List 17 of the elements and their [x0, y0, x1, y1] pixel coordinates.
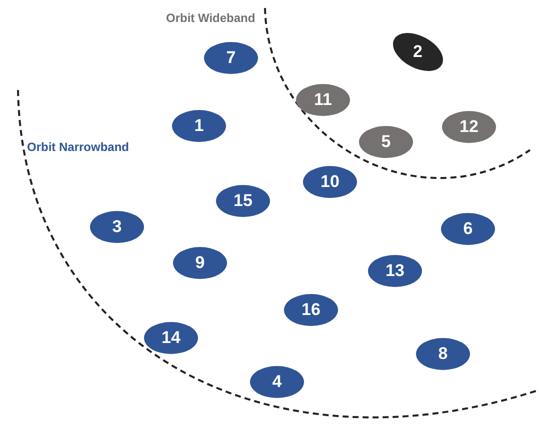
number-ellipse: 7: [204, 42, 258, 74]
number-ellipse: 5: [359, 126, 413, 158]
number-ellipse: 8: [416, 338, 470, 370]
number-ellipse: 9: [173, 247, 227, 279]
number-ellipse: 10: [303, 166, 357, 198]
number-ellipse: 3: [90, 211, 144, 243]
number-ellipse: 11: [296, 84, 350, 116]
number-ellipse: 6: [441, 213, 495, 245]
number-ellipse: 4: [250, 366, 304, 398]
region-label: Orbit Narrowband: [27, 140, 130, 154]
number-ellipse: 12: [442, 111, 496, 143]
number-ellipse: 15: [216, 185, 270, 217]
region-label: Orbit Wideband: [166, 11, 256, 25]
number-ellipse: 16: [284, 294, 338, 326]
number-ellipse: 1: [172, 110, 226, 142]
number-ellipse: 13: [368, 255, 422, 287]
number-ellipse: 14: [144, 322, 198, 354]
